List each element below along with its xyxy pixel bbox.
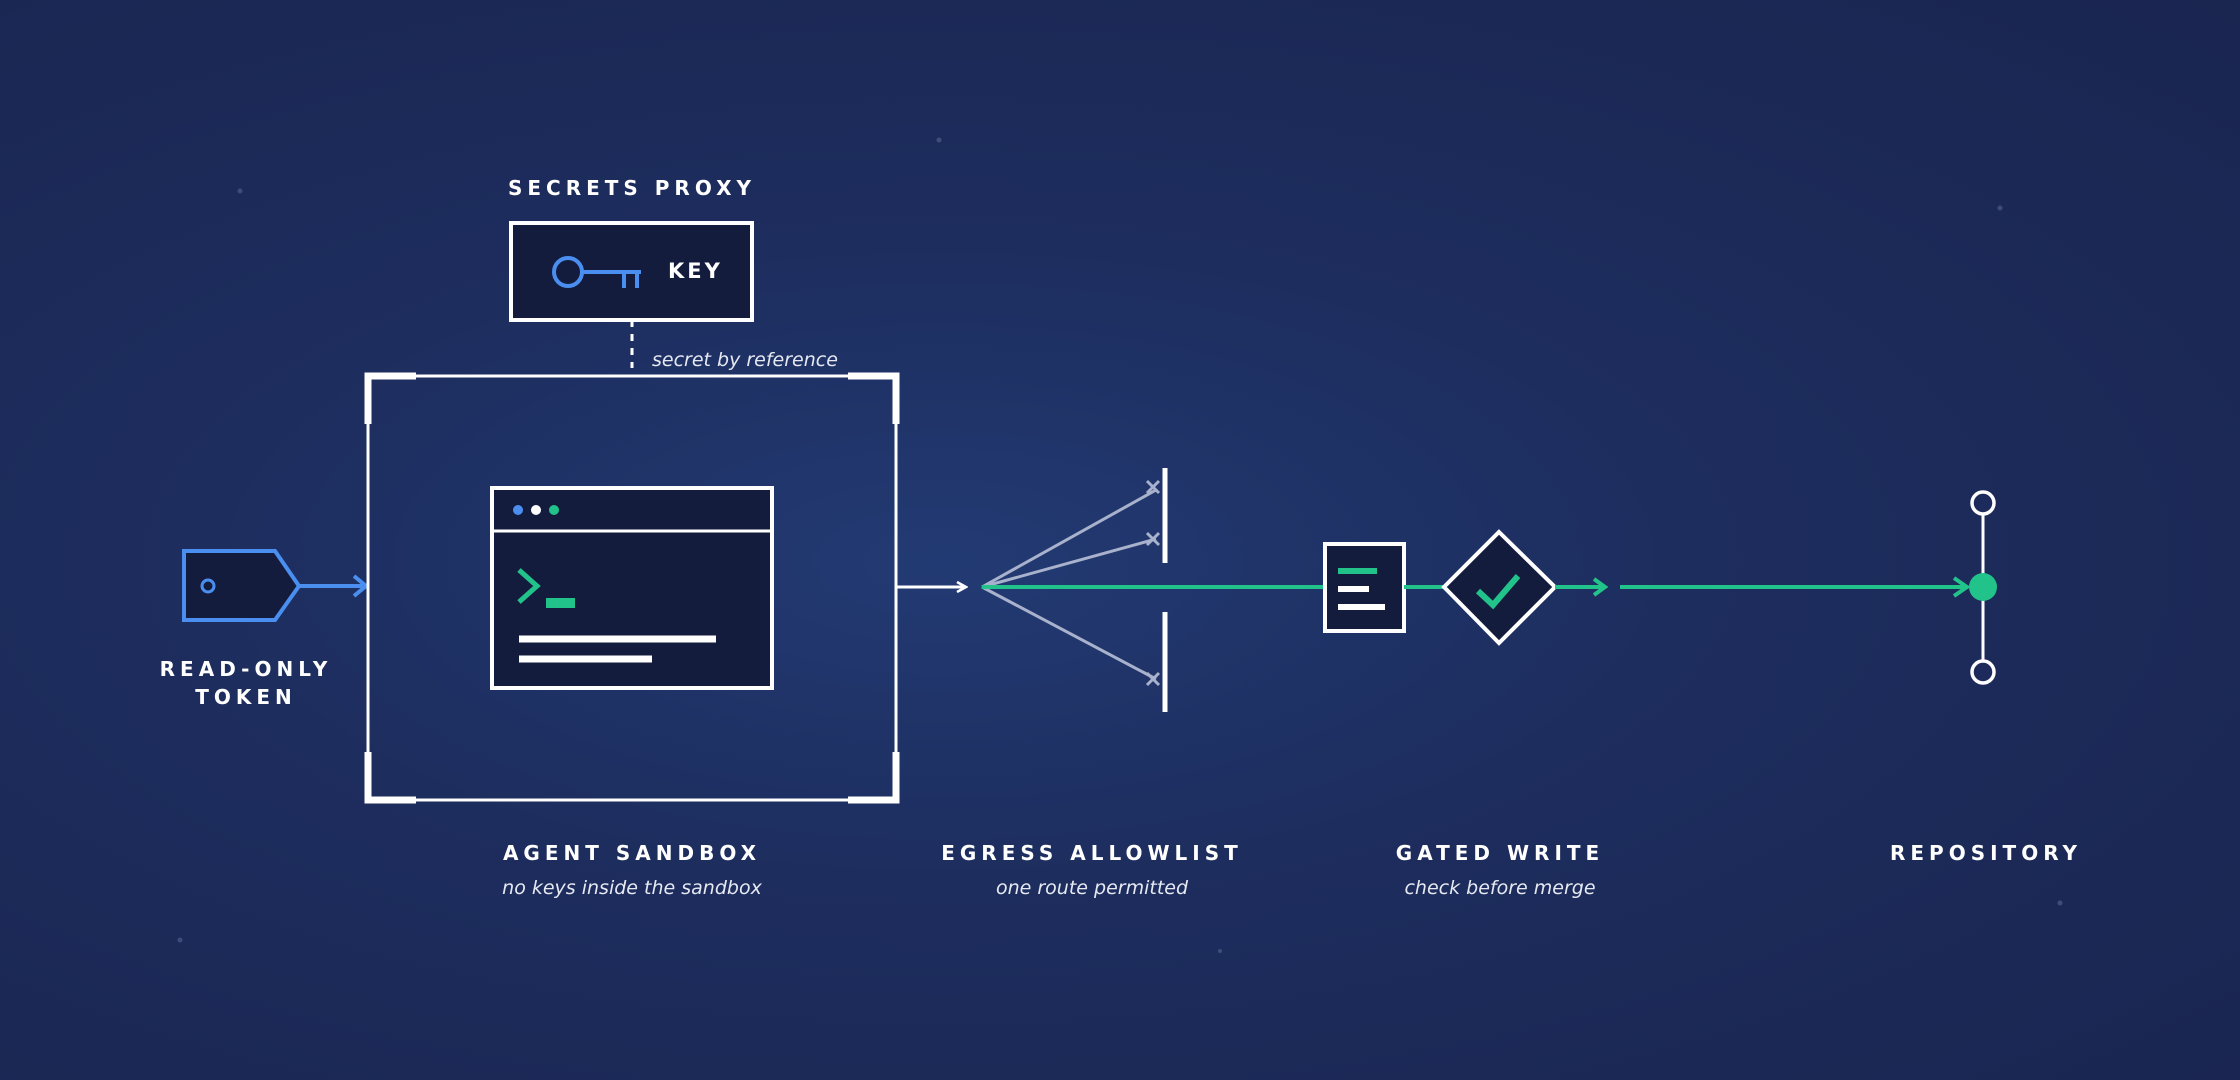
- repository-arrow: [1620, 576, 1971, 598]
- terminal-icon: [490, 486, 774, 690]
- background-specks: [177, 137, 2063, 953]
- check-icon: [1441, 529, 1558, 646]
- sandbox-title: AGENT SANDBOX: [502, 841, 762, 865]
- egress-subtitle: one route permitted: [995, 877, 1189, 899]
- repository-title: REPOSITORY: [1889, 841, 2082, 865]
- secrets-proxy-title: SECRETS PROXY: [507, 176, 757, 200]
- key-icon: [552, 256, 641, 288]
- token-label-line2: TOKEN: [195, 685, 297, 709]
- egress-blocked-routes: [981, 488, 1157, 681]
- gated-write-title: GATED WRITE: [1395, 841, 1605, 865]
- token-arrow: [299, 574, 370, 598]
- commit-node-icon: [1969, 490, 1997, 685]
- egress-blocked-marks: [1145, 479, 1161, 687]
- sandbox-subtitle: no keys inside the sandbox: [502, 877, 762, 899]
- secret-reference-label: secret by reference: [652, 349, 838, 371]
- document-icon: [1323, 542, 1406, 633]
- tag-icon: [182, 549, 302, 622]
- token-label-line1: READ-ONLY: [159, 657, 333, 681]
- key-label: KEY: [668, 259, 723, 283]
- gated-write-subtitle: check before merge: [1404, 877, 1596, 899]
- egress-title: EGRESS ALLOWLIST: [941, 841, 1243, 865]
- gate-out-arrow: [1555, 577, 1609, 597]
